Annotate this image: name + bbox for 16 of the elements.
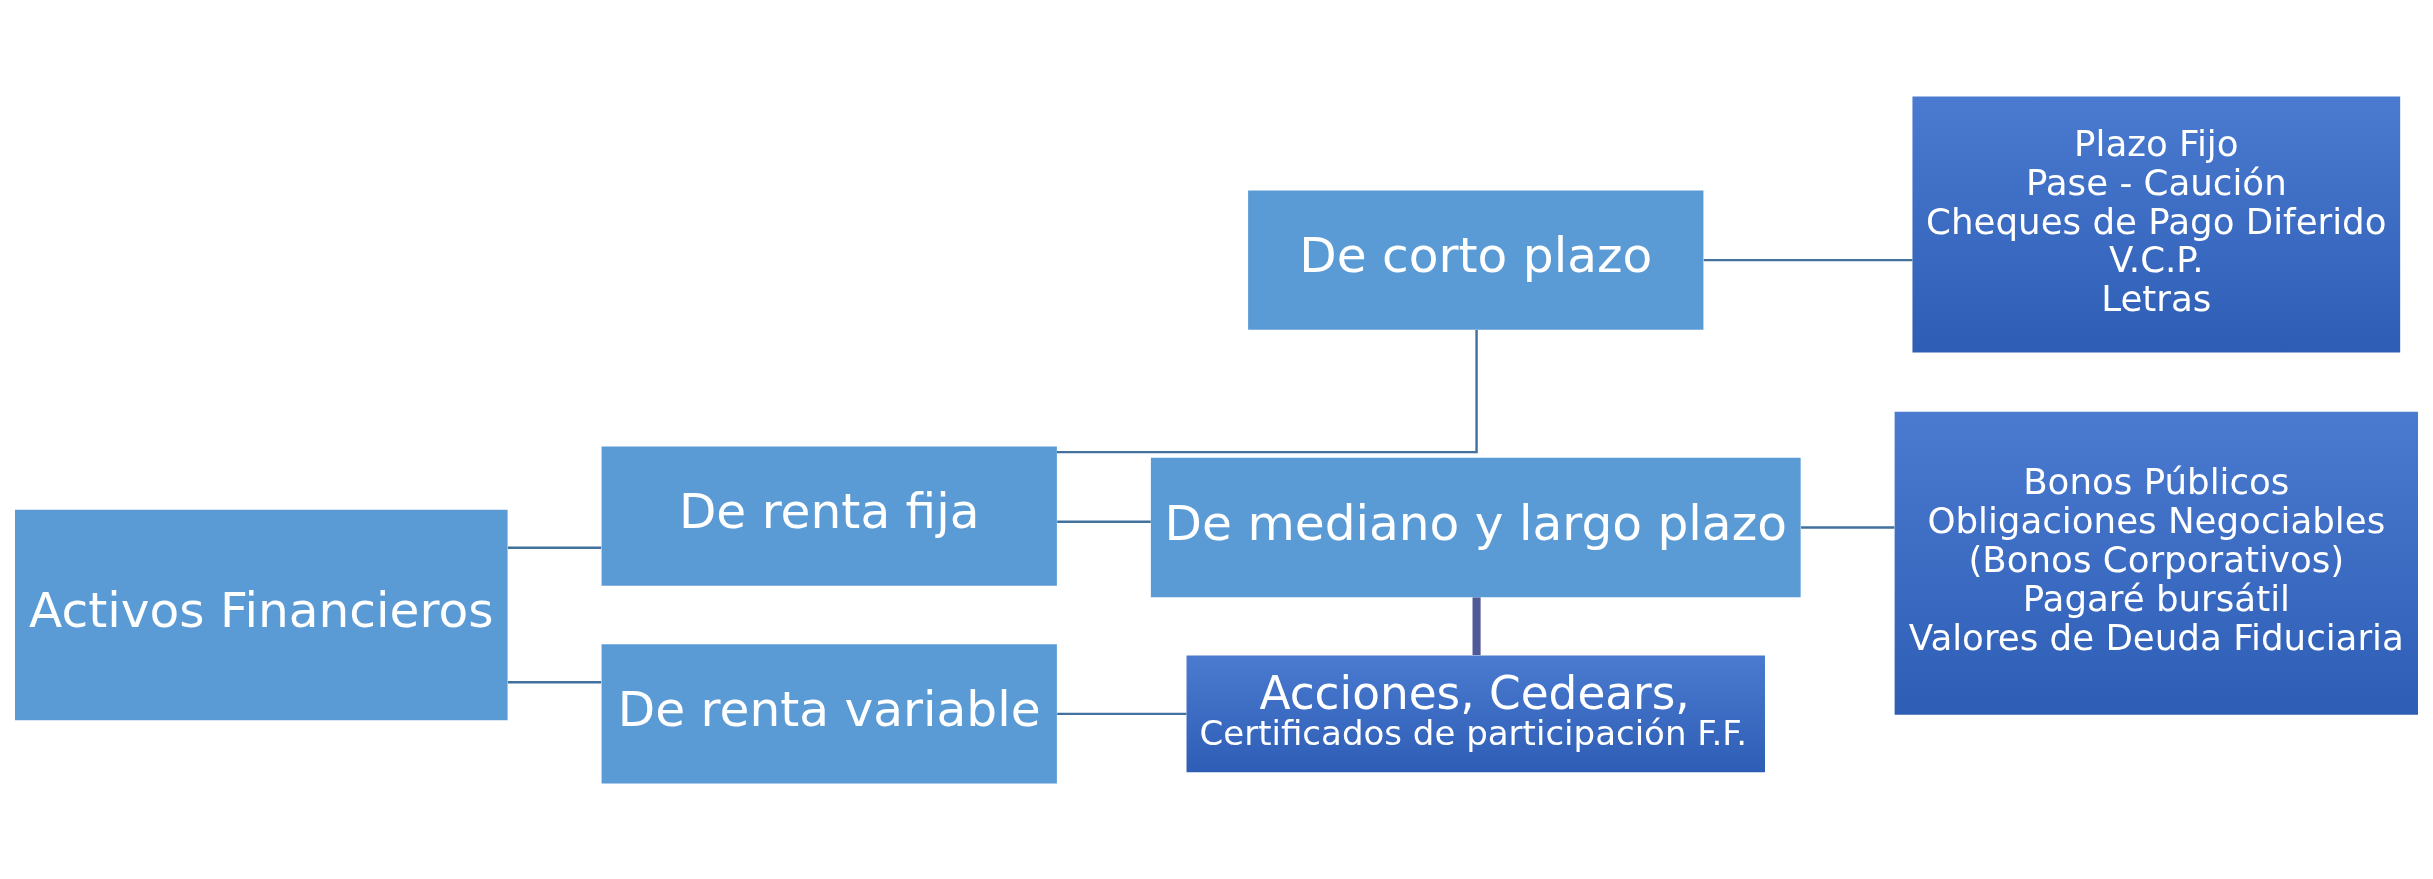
- node-box: De renta fija: [601, 446, 1057, 586]
- connector: [507, 546, 602, 549]
- connector: [1703, 258, 1913, 261]
- connector: [1057, 520, 1151, 523]
- node-box: De mediano y largo plazo: [1150, 457, 1801, 597]
- node-box: Plazo Fijo Pase - Caución Cheques de Pago Diferido V.C.P. Letras: [1912, 96, 2401, 352]
- connector: [1472, 596, 1481, 655]
- node-box: Acciones, Cedears, Certificados de participación F.F.: [1186, 655, 1765, 772]
- connector: [1801, 525, 1895, 529]
- node-box: Bonos Públicos Obligaciones Negociables (Bonos Corporativos) Pagaré bursátil Valores de Deuda Fiduciaria: [1894, 411, 2418, 715]
- node-box: De renta variable: [601, 643, 1057, 783]
- connector: [1057, 329, 1478, 453]
- node-box: De corto plazo: [1248, 189, 1704, 330]
- connector: [1057, 712, 1187, 715]
- node-box: Activos Financieros: [15, 509, 508, 720]
- connector: [507, 680, 602, 683]
